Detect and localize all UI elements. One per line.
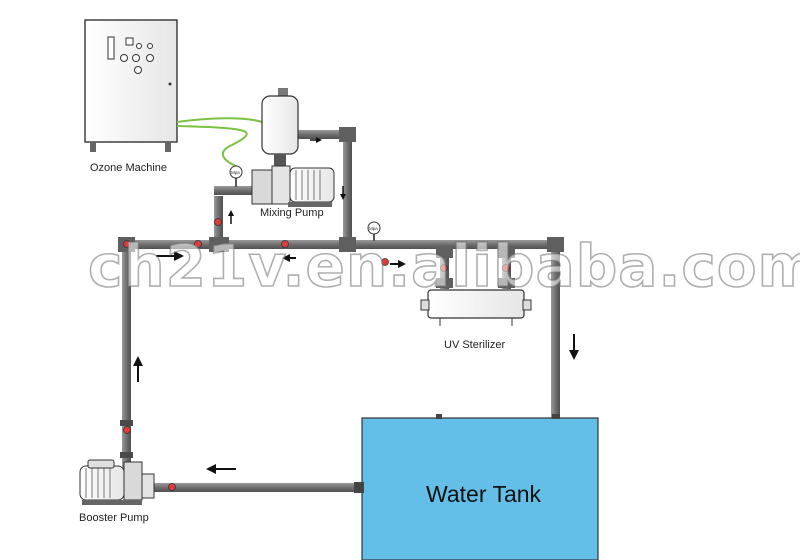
pressure-gauge-icon — [229, 165, 381, 241]
booster-pump-label: Booster Pump — [79, 512, 149, 524]
arrow-icon — [133, 137, 579, 474]
water-tank — [354, 414, 599, 560]
ozone-machine — [84, 19, 178, 152]
main-gauge-label: Mpa — [369, 226, 378, 231]
ozone-machine-label: Ozone Machine — [90, 162, 168, 174]
booster-pump — [79, 459, 155, 505]
mixing-pump — [251, 165, 335, 207]
mixing-gauge-label: Mpa — [231, 170, 240, 175]
mixing-pump-label: Mixing Pump — [260, 207, 324, 219]
mixing-tank — [261, 88, 299, 166]
watermark: ch21v.en.alibaba.com — [87, 231, 800, 301]
water-tank-label: Water Tank — [426, 481, 542, 507]
uv-sterilizer — [420, 289, 532, 326]
ozone-tube — [176, 117, 263, 167]
uv-sterilizer-label: UV Sterilizer — [444, 339, 506, 351]
